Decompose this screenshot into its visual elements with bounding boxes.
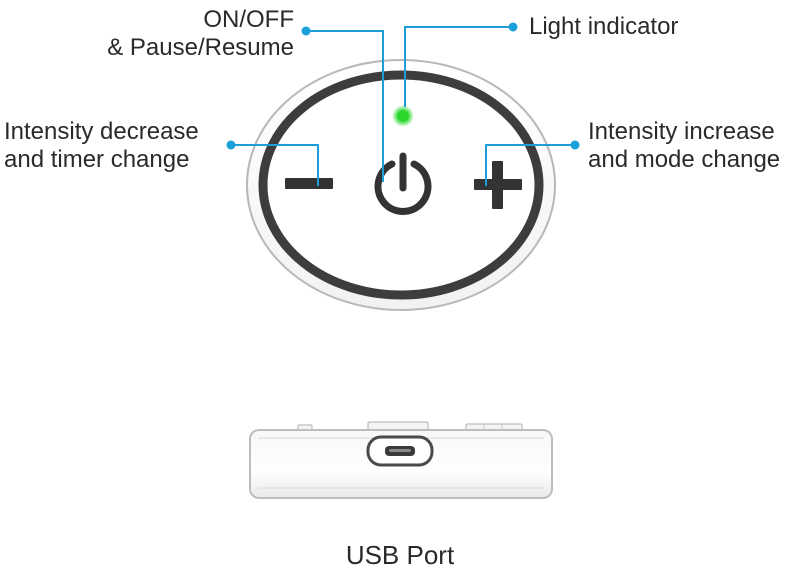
callout-line-light bbox=[404, 22, 518, 107]
callout-increase-line1: Intensity increase bbox=[588, 118, 775, 145]
callout-line-power bbox=[301, 26, 384, 182]
usb-port-label: USB Port bbox=[345, 540, 455, 570]
callout-label-increase: Intensity increase and mode change bbox=[588, 118, 780, 174]
callout-line-increase bbox=[485, 140, 580, 186]
usb-port-icon[interactable] bbox=[366, 435, 434, 467]
callout-power-line2: & Pause/Resume bbox=[107, 34, 294, 61]
minus-icon[interactable] bbox=[285, 178, 333, 189]
callout-increase-line2: and mode change bbox=[588, 146, 781, 173]
callout-light-text: Light indicator bbox=[529, 13, 679, 40]
light-indicator-icon bbox=[392, 105, 414, 127]
callout-line-decrease bbox=[226, 140, 319, 186]
callout-label-light: Light indicator bbox=[529, 13, 678, 41]
callout-decrease-line1: Intensity decrease bbox=[4, 118, 199, 145]
callout-decrease-line2: and timer change bbox=[4, 146, 190, 173]
callout-power-line1: ON/OFF bbox=[203, 6, 294, 33]
callout-label-power: ON/OFF & Pause/Resume bbox=[107, 6, 294, 62]
power-icon[interactable] bbox=[374, 152, 432, 215]
callout-label-decrease: Intensity decrease and timer change bbox=[4, 118, 199, 174]
